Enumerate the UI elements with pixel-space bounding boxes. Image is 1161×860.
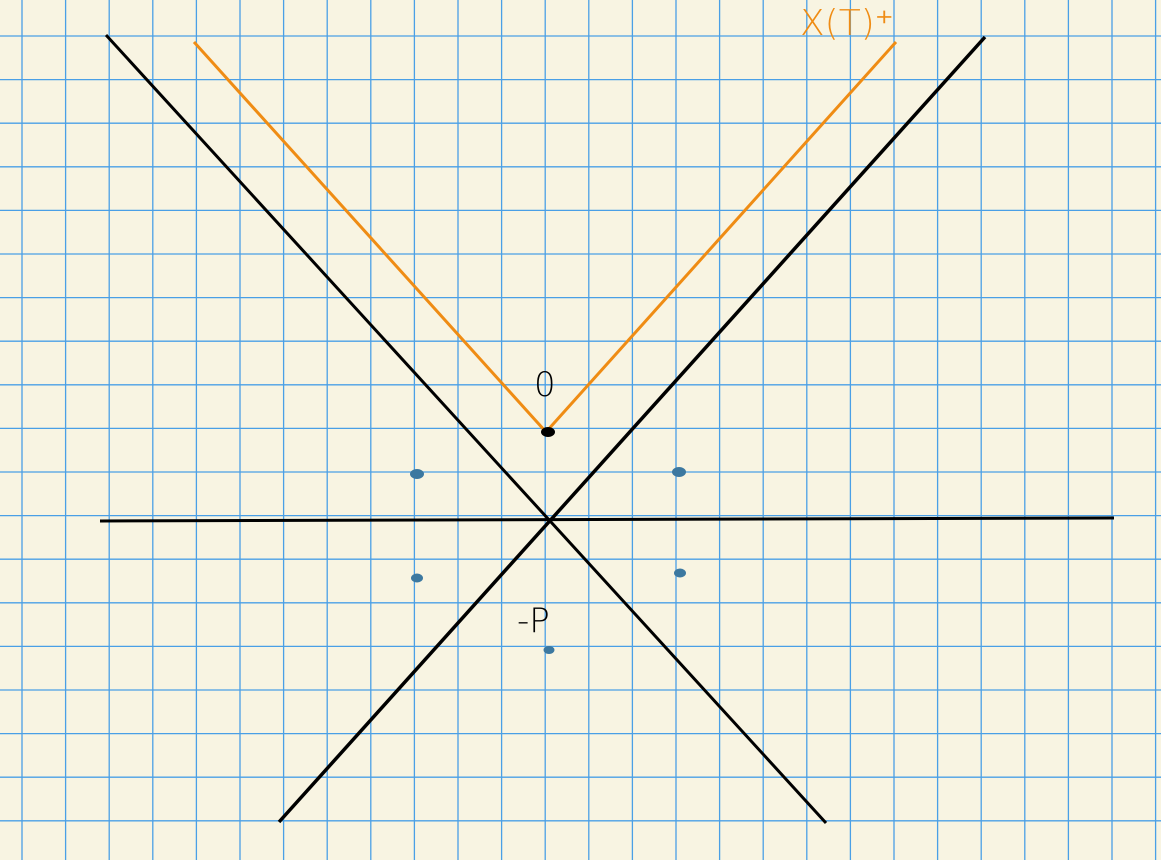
point-lower-right bbox=[674, 568, 686, 578]
curve-label: X(T)⁺ bbox=[800, 3, 894, 44]
minus-p-label: -P bbox=[517, 601, 550, 641]
point-upper-right bbox=[672, 467, 686, 477]
apex-label: 0 bbox=[534, 365, 556, 405]
point-bottom-center bbox=[543, 646, 555, 654]
dot-group bbox=[410, 467, 686, 654]
point-lower-left bbox=[411, 573, 423, 583]
light-cone-line-ascending bbox=[277, 35, 987, 824]
horizontal-axis bbox=[99, 516, 1115, 523]
point-upper-left bbox=[410, 469, 424, 479]
apex-point bbox=[541, 427, 555, 437]
light-cone-line-descending bbox=[104, 33, 828, 825]
